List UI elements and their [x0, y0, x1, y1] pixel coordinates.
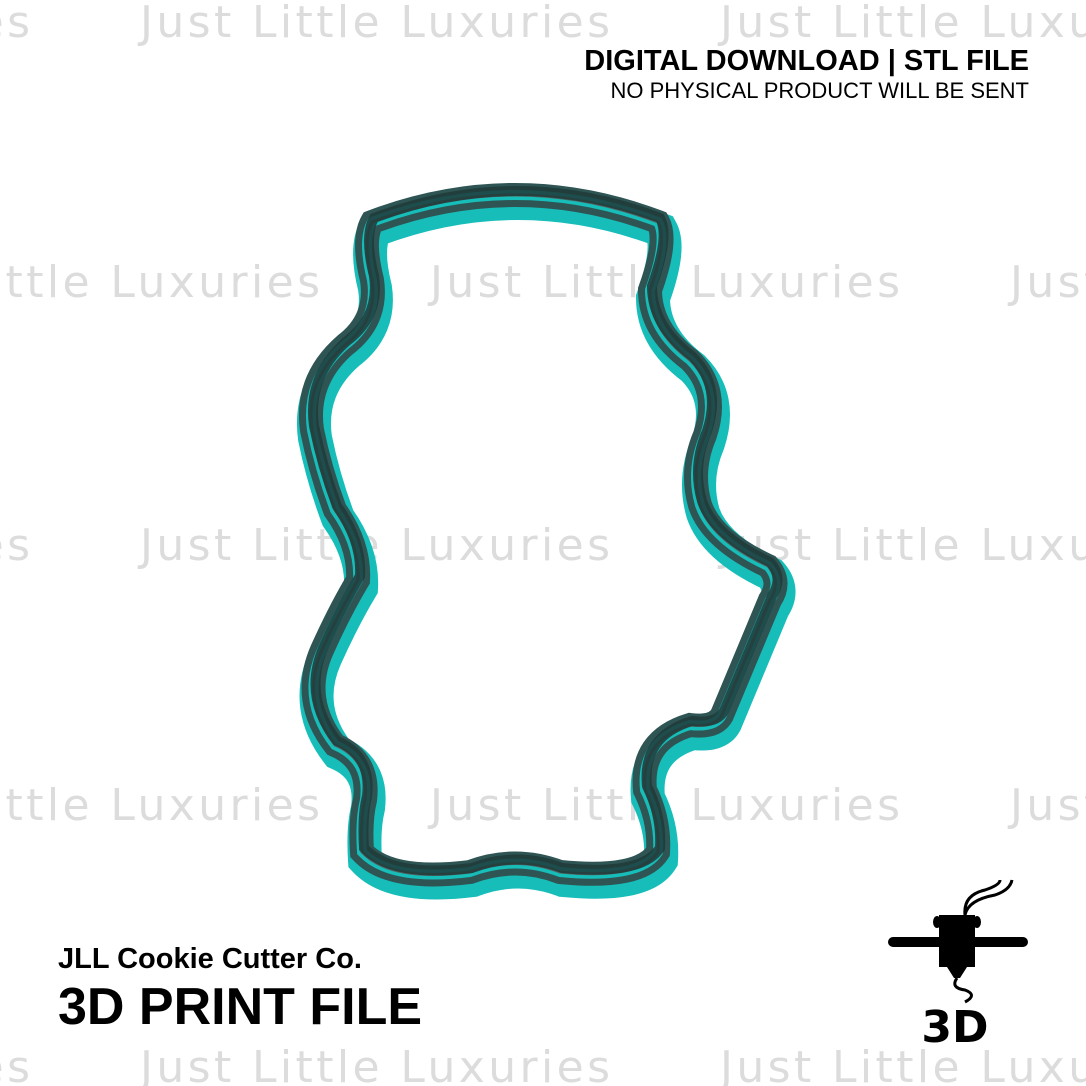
watermark-text: Just Little Luxuries	[137, 1042, 610, 1086]
brand-block: JLL Cookie Cutter Co. 3D PRINT FILE	[58, 942, 422, 1038]
download-title: DIGITAL DOWNLOAD | STL FILE	[584, 45, 1029, 77]
company-name: JLL Cookie Cutter Co.	[58, 943, 362, 975]
watermark-text: Just Little Luxuries	[137, 0, 610, 48]
watermark-row: Just Little Luxuries Just Little Luxurie…	[0, 780, 1086, 831]
watermark-text: Just Little Luxuries	[717, 1042, 1086, 1086]
3d-label: 3D	[921, 1002, 988, 1053]
watermark-text: Just Little Luxuries	[0, 780, 320, 831]
download-notice: DIGITAL DOWNLOAD | STL FILE NO PHYSICAL …	[584, 44, 1029, 104]
watermark-text: Just Little Luxuries	[717, 0, 1086, 48]
watermark-row: Just Little Luxuries Just Little Luxurie…	[0, 0, 1086, 48]
download-disclaimer: NO PHYSICAL PRODUCT WILL BE SENT	[610, 78, 1030, 103]
product-type: 3D PRINT FILE	[58, 978, 423, 1036]
watermark-text: Just Little Luxuries	[0, 257, 320, 308]
watermark-text: Just Little Luxuries	[1007, 780, 1086, 831]
watermark-row: Just Little Luxuries Just Little Luxurie…	[0, 1042, 1086, 1086]
watermark-text: Just Little Luxuries	[1007, 257, 1086, 308]
